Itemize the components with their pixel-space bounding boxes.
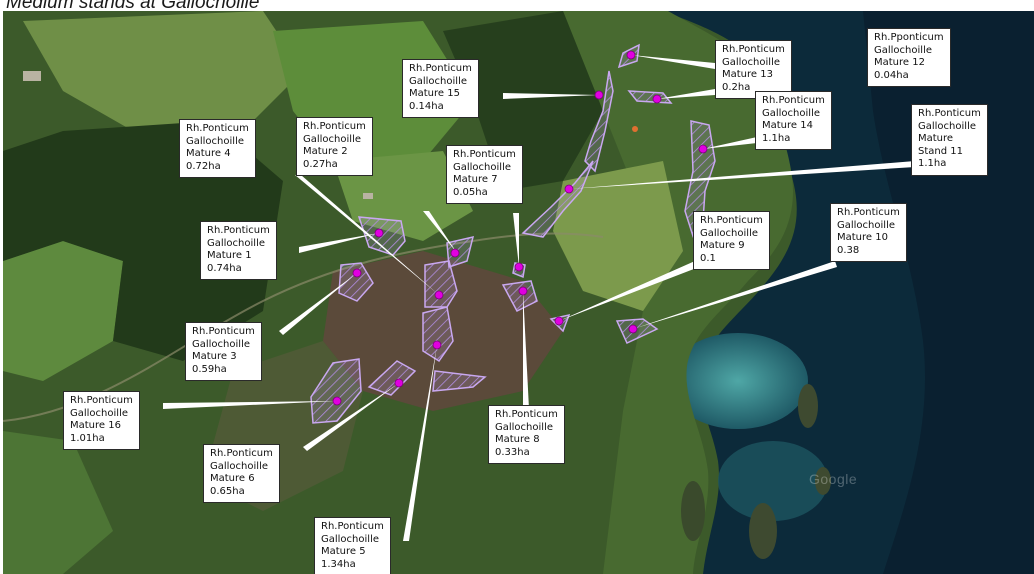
stand-polygon-3 [424,260,458,308]
building [363,193,373,199]
marker-mature-15 [594,90,604,100]
stand-markers [332,50,708,406]
marker-mature-7 [514,262,524,272]
marker-mature-4 [374,228,384,238]
marker-mature-8 [518,286,528,296]
marker-mature-16 [332,396,342,406]
point-marker-orange [632,126,638,132]
coastal-land [563,11,793,574]
road [3,232,604,422]
label-mature-13[interactable]: Rh.Ponticum Gallochoille Mature 13 0.2ha [715,40,792,99]
map-watermark: Google [809,471,858,487]
label-mature-7[interactable]: Rh.Ponticum Gallochoille Mature 7 0.05ha [446,145,523,204]
label-mature-5[interactable]: Rh.Ponticum Gallochoille Mature 5 1.34ha [314,517,391,574]
stand-polygon-6b [432,370,487,392]
field-pale-right [553,161,683,311]
satellite-map[interactable]: Google Rh.Pponticum Gallochoille Mature … [3,11,1034,574]
label-mature-15[interactable]: Rh.Ponticum Gallochoille Mature 15 0.14h… [402,59,479,118]
label-mature-8[interactable]: Rh.Ponticum Gallochoille Mature 8 0.33ha [488,405,565,464]
shallow-water [718,441,828,521]
label-mature-1[interactable]: Rh.Ponticum Gallochoille Mature 1 0.74ha [200,221,277,280]
building [23,71,41,81]
island [815,467,831,495]
stand-polygon-2 [446,235,475,269]
label-mature-11[interactable]: Rh.Ponticum Gallochoille Mature Stand 11… [911,104,988,176]
stand-polygon-16 [310,358,362,424]
leader-lines [163,55,915,541]
shallow-bay [668,333,808,429]
label-mature-10[interactable]: Rh.Ponticum Gallochoille Mature 10 0.38 [830,203,907,262]
marker-mature-6 [394,378,404,388]
island [681,481,705,541]
label-mature-12[interactable]: Rh.Pponticum Gallochoille Mature 12 0.04… [867,28,951,87]
stand-polygon-1 [338,262,374,302]
label-mature-6[interactable]: Rh.Ponticum Gallochoille Mature 6 0.65ha [203,444,280,503]
island [749,503,777,559]
marker-mature-1 [352,268,362,278]
forest-dark [3,121,283,361]
marker-mature-11 [564,184,574,194]
label-mature-14[interactable]: Rh.Ponticum Gallochoille Mature 14 1.1ha [755,91,832,150]
forest-dark-2 [443,11,603,191]
stand-polygon-5 [422,306,454,363]
marker-mature-3 [434,290,444,300]
marker-mature-12 [652,94,662,104]
field-left-mid [3,241,123,381]
marker-mature-14 [698,144,708,154]
page-title: Medium stands at Gallochoille [6,0,260,13]
marker-mature-9 [554,316,564,326]
stand-polygon-8 [501,280,538,312]
sea-deep [863,11,1034,574]
marker-mature-2 [450,248,460,258]
field-left-bottom [3,431,113,574]
stand-polygon-6 [367,360,417,396]
label-mature-4[interactable]: Rh.Ponticum Gallochoille Mature 4 0.72ha [179,119,256,178]
label-mature-3[interactable]: Rh.Ponticum Gallochoille Mature 3 0.59ha [185,322,262,381]
label-mature-16[interactable]: Rh.Ponticum Gallochoille Mature 16 1.01h… [63,391,140,450]
marker-mature-10 [628,324,638,334]
label-mature-2[interactable]: Rh.Ponticum Gallochoille Mature 2 0.27ha [296,117,373,176]
marker-mature-13 [626,50,636,60]
field-top-left [23,11,303,131]
marker-mature-5 [432,340,442,350]
stand-polygon-10 [615,318,659,344]
map-canvas [3,11,1034,574]
island [798,384,818,428]
label-mature-9[interactable]: Rh.Ponticum Gallochoille Mature 9 0.1 [693,211,770,270]
